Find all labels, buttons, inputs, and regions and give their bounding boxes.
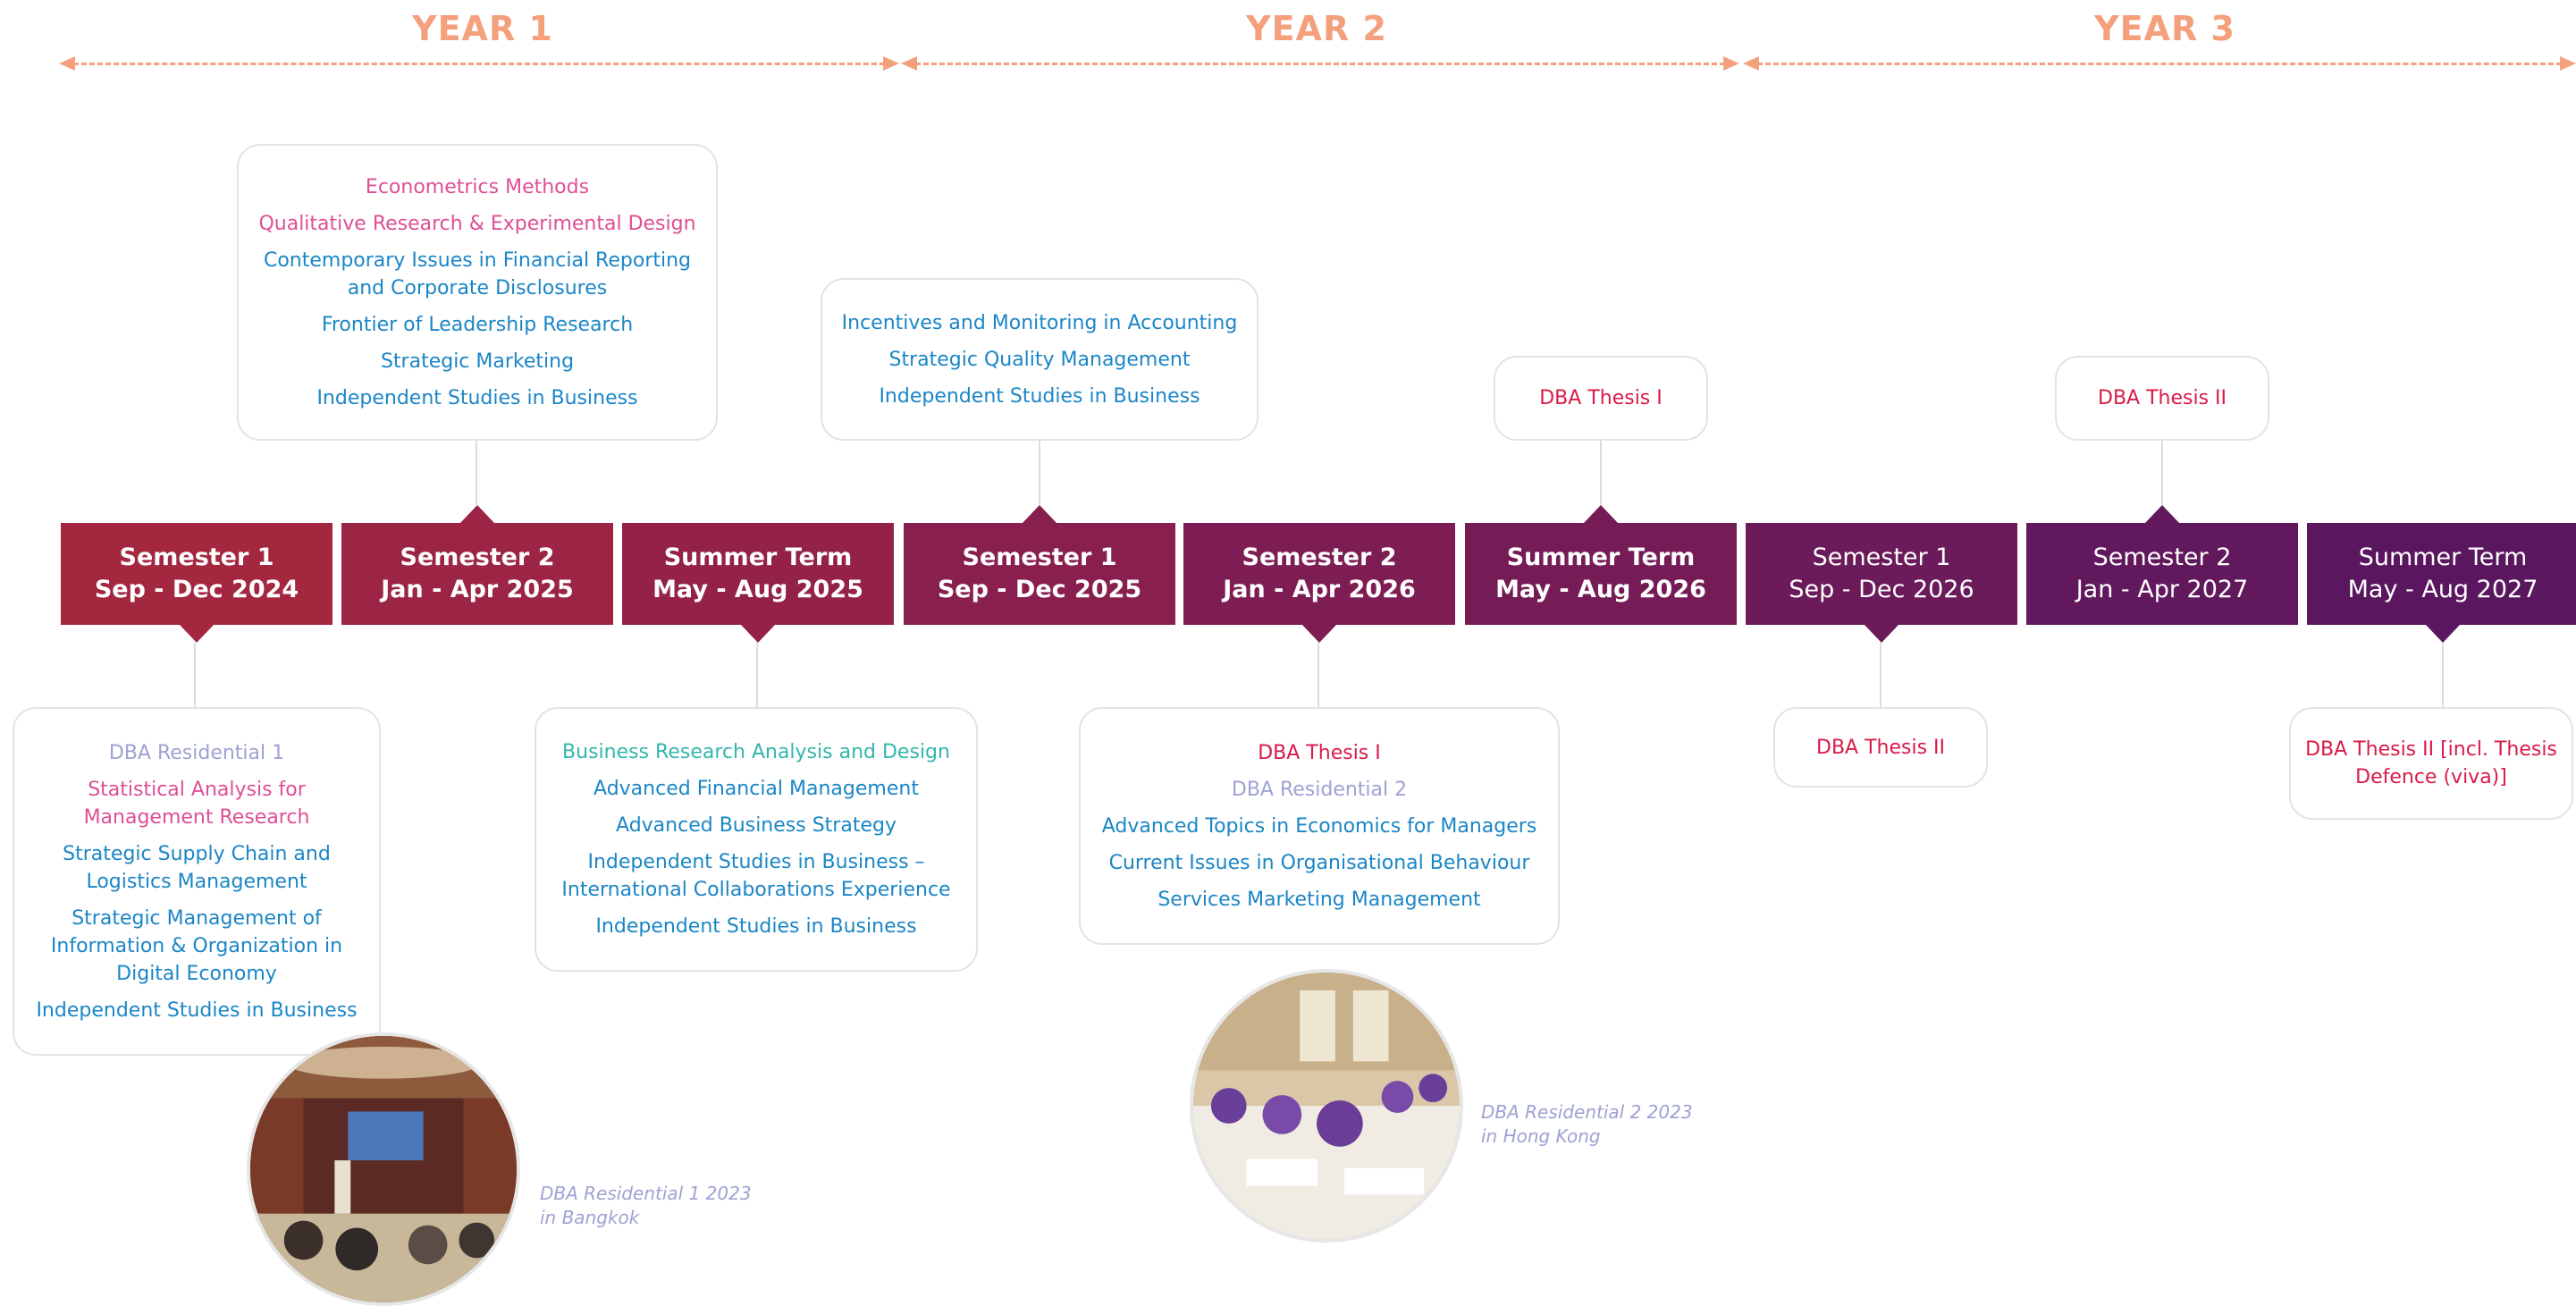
course-item: Advanced Financial Management [593, 778, 919, 800]
term-name: Semester 2 [2092, 543, 2232, 571]
course-item: Advanced Topics in Economics for Manager… [1101, 814, 1537, 838]
term-period: Jan - Apr 2025 [381, 576, 574, 603]
course-item: Econometrics Methods [365, 175, 590, 198]
courses-y1-semester-2: Econometrics Methods Qualitative Researc… [237, 144, 718, 441]
residential-2-photo [1190, 969, 1463, 1243]
term-period: Sep - Dec 2024 [94, 576, 299, 603]
course-item: Strategic Marketing [380, 350, 575, 373]
course-item: Strategic Management of Information & Or… [50, 906, 343, 985]
course-item: Incentives and Monitoring in Accounting [841, 311, 1238, 334]
year-1-span-arrow [59, 56, 899, 71]
course-item: Independent Studies in Business [316, 386, 638, 409]
term-name: Semester 1 [962, 543, 1117, 571]
thesis-item: DBA Thesis I [1258, 741, 1381, 764]
thesis-item: DBA Thesis II [incl. Thesis Defence (viv… [2305, 738, 2557, 788]
term-y1-semester-2: Semester 2 Jan - Apr 2025 [341, 505, 613, 625]
term-y1-summer: Summer Term May - Aug 2025 [622, 523, 894, 643]
thesis-item: DBA Thesis II [1816, 736, 1945, 759]
connector-line [1880, 643, 1881, 707]
term-name: Summer Term [663, 543, 853, 571]
connector-line [1600, 441, 1602, 505]
residential-item: DBA Residential 1 [108, 741, 285, 764]
year-2-label: YEAR 2 [1246, 9, 1387, 48]
courses-y2-semester-2: DBA Thesis I DBA Residential 2 Advanced … [1079, 707, 1560, 945]
connector-line [2161, 441, 2163, 505]
term-name: Summer Term [2358, 543, 2528, 571]
term-y2-summer: Summer Term May - Aug 2026 [1465, 505, 1737, 625]
connector-line [194, 643, 196, 707]
course-item: Advanced Business Strategy [616, 814, 897, 837]
term-period: Jan - Apr 2026 [1223, 576, 1416, 603]
courses-y1-semester-1: DBA Residential 1 Statistical Analysis f… [13, 707, 381, 1056]
caption-line: in Hong Kong [1481, 1125, 1601, 1147]
term-y2-semester-1: Semester 1 Sep - Dec 2025 [904, 505, 1175, 625]
term-period: May - Aug 2025 [652, 576, 863, 603]
courses-y3-semester-1: DBA Thesis II [1773, 707, 1988, 788]
course-item: Strategic Supply Chain and Logistics Man… [63, 842, 331, 893]
year-3-span-arrow [1743, 56, 2576, 71]
course-item: Current Issues in Organisational Behavio… [1108, 851, 1530, 874]
connector-line [1317, 643, 1319, 707]
residential-1-photo [247, 1032, 520, 1306]
residential-2-caption: DBA Residential 2 2023 in Hong Kong [1481, 1100, 1693, 1149]
term-y3-summer: Summer Term May - Aug 2027 [2307, 523, 2576, 643]
courses-y3-summer: DBA Thesis II [incl. Thesis Defence (viv… [2289, 707, 2573, 820]
term-period: Jan - Apr 2027 [2075, 576, 2249, 603]
year-3-label: YEAR 3 [2094, 9, 2235, 48]
term-name: Semester 2 [1242, 543, 1397, 571]
caption-line: DBA Residential 1 2023 [540, 1183, 752, 1204]
connector-line [756, 643, 758, 707]
courses-y1-summer: Business Research Analysis and Design Ad… [535, 707, 978, 972]
course-item: Qualitative Research & Experimental Desi… [258, 212, 696, 235]
courses-y2-summer: DBA Thesis I [1494, 356, 1708, 441]
term-name: Semester 1 [1812, 543, 1951, 571]
term-name: Semester 2 [400, 543, 555, 571]
course-item: Business Research Analysis and Design [562, 741, 950, 763]
course-item: Contemporary Issues in Financial Reporti… [263, 249, 692, 299]
year-2-span-arrow [901, 56, 1739, 71]
thesis-item: DBA Thesis II [2098, 387, 2227, 409]
course-item: Independent Studies in Business – Intern… [561, 851, 951, 901]
course-item: Independent Studies in Business [36, 998, 358, 1022]
courses-y2-semester-1: Incentives and Monitoring in Accounting … [821, 278, 1259, 441]
course-item: Statistical Analysis for Management Rese… [83, 778, 310, 829]
course-item: Independent Studies in Business [595, 915, 917, 938]
course-item: Independent Studies in Business [879, 384, 1200, 408]
term-y1-semester-1: Semester 1 Sep - Dec 2024 [61, 523, 333, 643]
courses-y3-semester-2: DBA Thesis II [2055, 356, 2269, 441]
connector-line [2442, 643, 2444, 707]
term-period: May - Aug 2026 [1495, 576, 1706, 603]
course-item: Frontier of Leadership Research [321, 313, 634, 336]
connector-line [476, 441, 477, 505]
course-item: Services Marketing Management [1158, 888, 1481, 911]
term-name: Summer Term [1506, 543, 1696, 571]
residential-item: DBA Residential 2 [1231, 778, 1408, 801]
caption-line: in Bangkok [540, 1207, 640, 1228]
residential-1-caption: DBA Residential 1 2023 in Bangkok [540, 1182, 752, 1230]
year-1-label: YEAR 1 [412, 9, 553, 48]
course-item: Strategic Quality Management [888, 348, 1191, 371]
connector-line [1039, 441, 1040, 505]
term-period: Sep - Dec 2025 [937, 576, 1142, 603]
term-y3-semester-1: Semester 1 Sep - Dec 2026 [1746, 523, 2017, 643]
term-y3-semester-2: Semester 2 Jan - Apr 2027 [2026, 505, 2298, 625]
thesis-item: DBA Thesis I [1539, 387, 1663, 409]
term-y2-semester-2: Semester 2 Jan - Apr 2026 [1183, 523, 1455, 643]
caption-line: DBA Residential 2 2023 [1481, 1101, 1693, 1123]
term-name: Semester 1 [119, 543, 274, 571]
term-period: May - Aug 2027 [2347, 576, 2538, 603]
term-period: Sep - Dec 2026 [1789, 576, 1974, 603]
